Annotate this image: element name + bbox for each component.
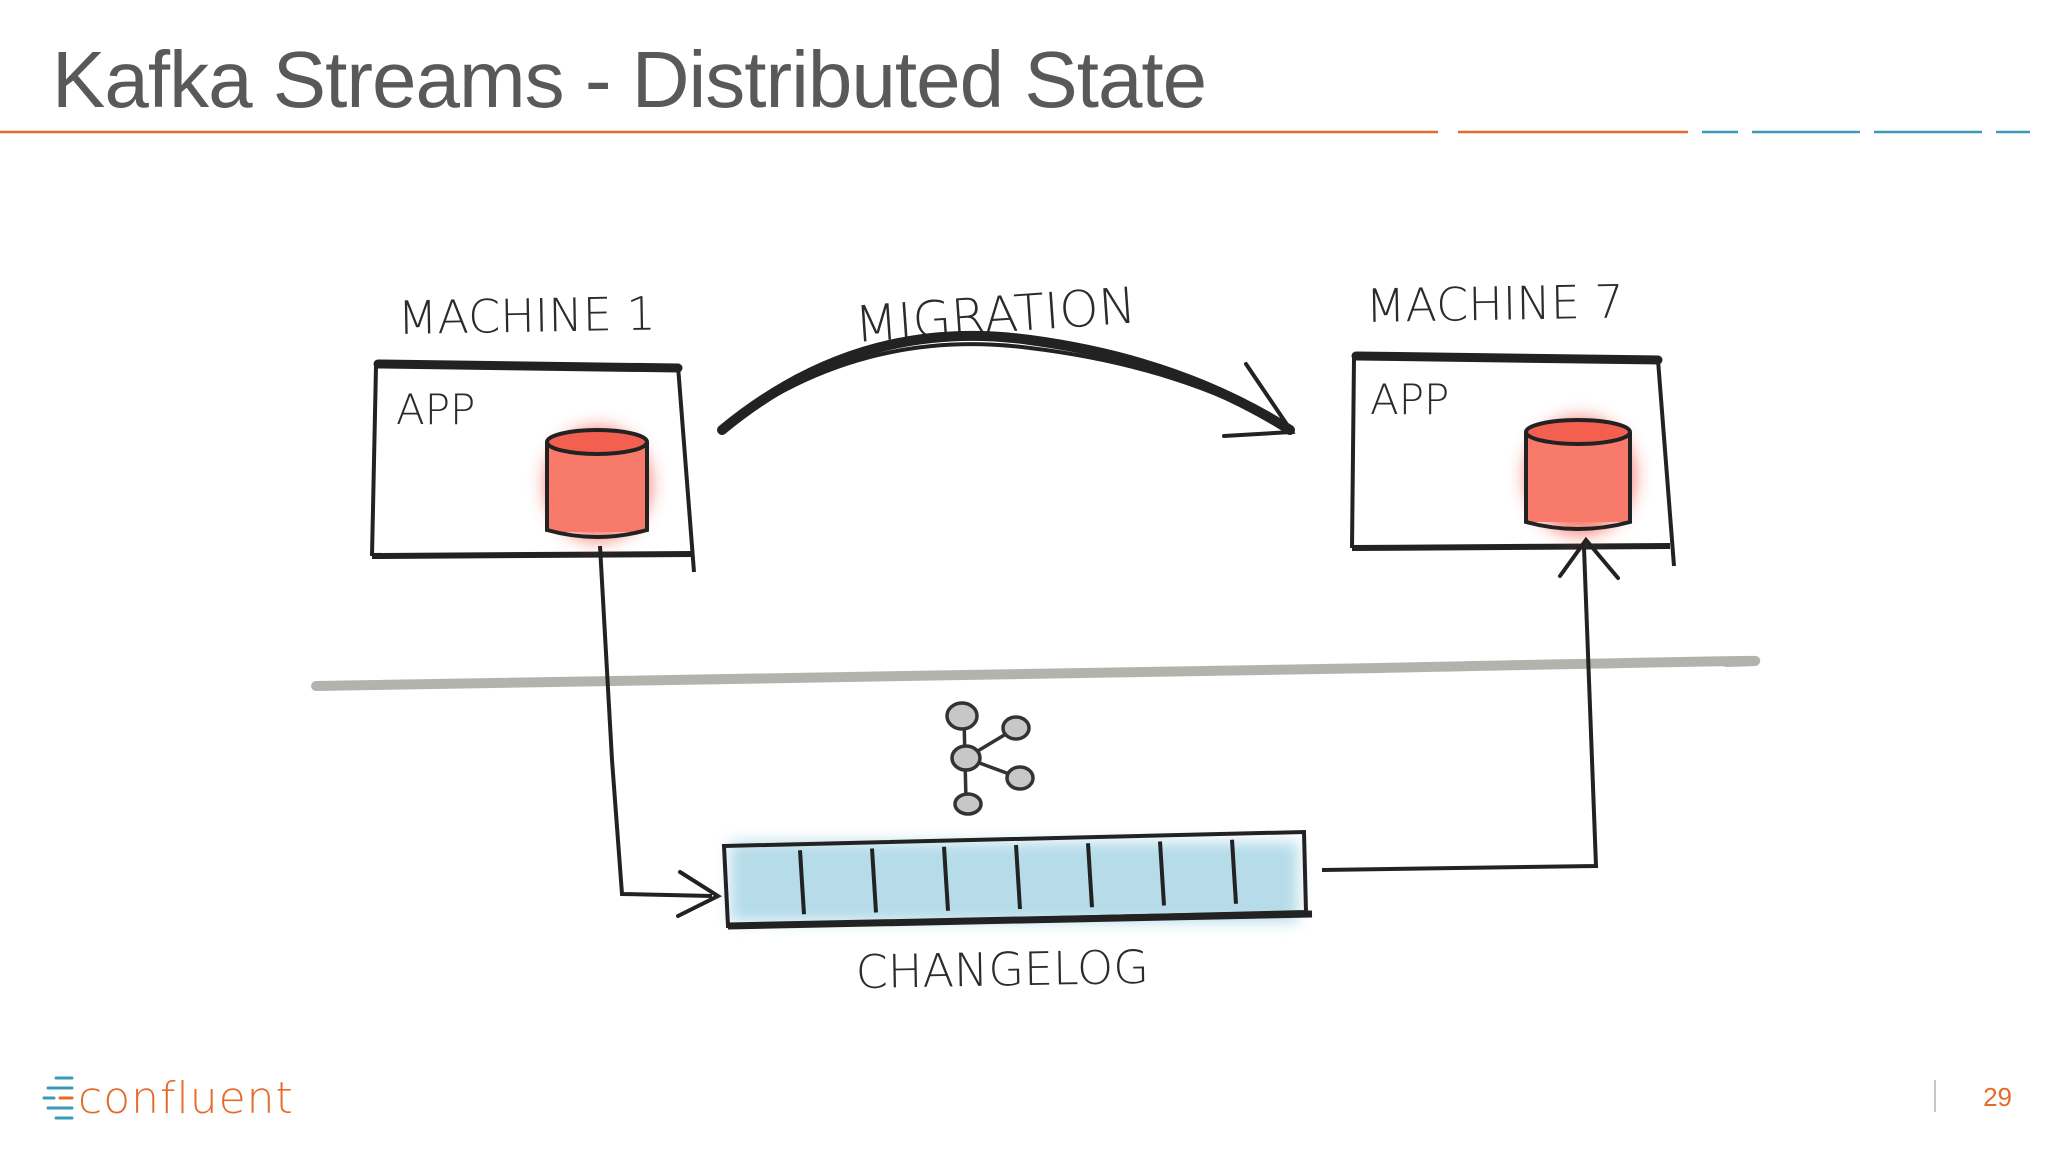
changelog-topic: [721, 829, 1313, 930]
machine-7-label: MACHINE 7: [1365, 275, 1624, 333]
changelog-segment-divider: [942, 846, 950, 911]
app-7-label: APP: [1370, 375, 1449, 424]
title-underline: [0, 130, 2030, 134]
stream-topology-icon: [945, 701, 1035, 816]
changelog-segment-divider: [1158, 841, 1166, 906]
machine-7-box: [1350, 351, 1676, 567]
confluent-logo-icon: [42, 1076, 74, 1120]
network-line: [311, 655, 1761, 691]
migration-arrow: [717, 330, 1296, 438]
state-store-7-icon: [1524, 418, 1634, 534]
confluent-logo-text: confluent: [78, 1072, 294, 1124]
machine-1-box: [370, 359, 696, 573]
changelog-segment-divider: [798, 850, 806, 915]
state-store-1-icon: [545, 428, 650, 540]
page-number: 29: [1983, 1082, 2012, 1112]
restore-from-changelog-arrow: [1321, 536, 1620, 872]
confluent-logo: confluent: [40, 1068, 294, 1128]
slide-title: Kafka Streams - Distributed State: [52, 35, 1207, 124]
machine-1-label: MACHINE 1: [397, 287, 656, 345]
page-number-separator: [1934, 1080, 1936, 1112]
produce-to-changelog-arrow: [598, 545, 723, 918]
app-1-label: APP: [396, 385, 475, 434]
changelog-segment-divider: [870, 848, 878, 913]
changelog-segment-divider: [1086, 843, 1094, 908]
changelog-segment-divider: [1230, 839, 1238, 904]
changelog-label: CHANGELOG: [855, 940, 1149, 999]
changelog-segment-divider: [1014, 844, 1022, 910]
